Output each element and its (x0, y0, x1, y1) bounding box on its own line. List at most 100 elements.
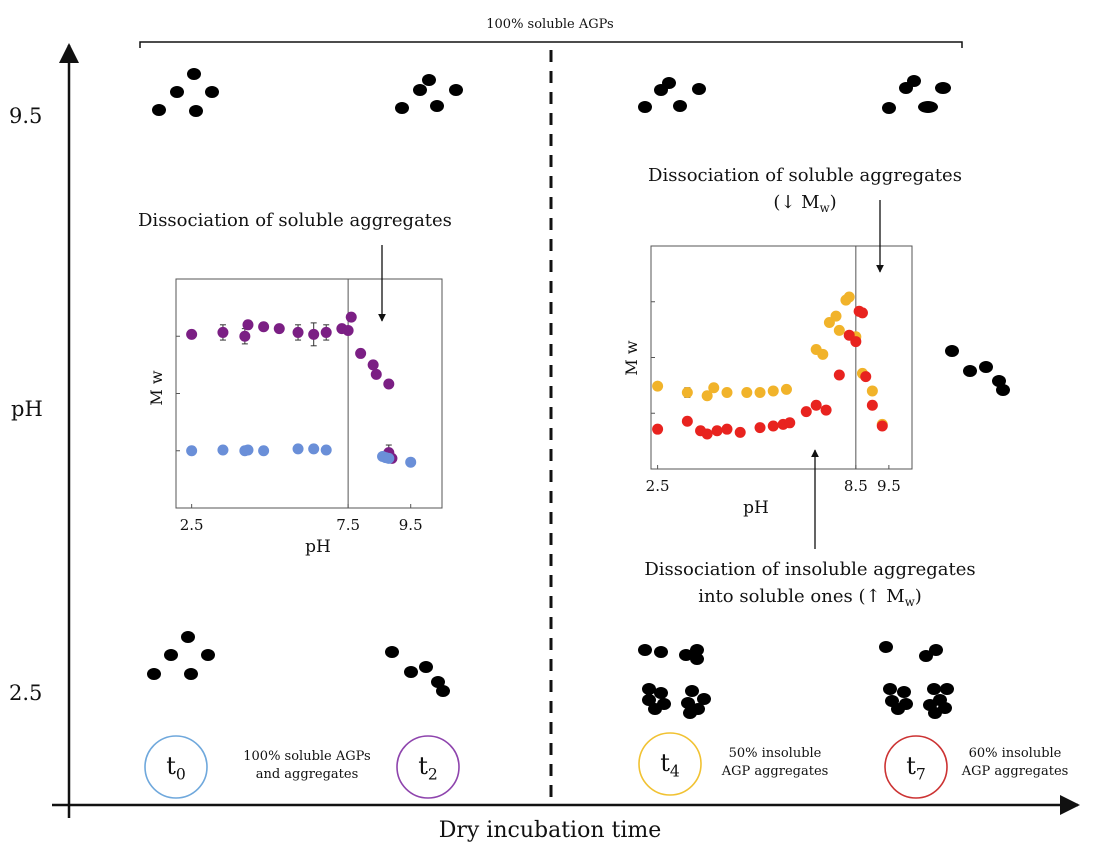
right-chart-series-0-point (652, 380, 664, 392)
timepoint-label-t7: t7 (906, 752, 926, 784)
particles-t0-ph2-5 (147, 631, 215, 680)
right-chart-x-tick-label: 8.5 (844, 477, 868, 495)
left-chart-series-0-point (186, 328, 198, 340)
left-chart-series-0-point (292, 326, 304, 338)
right-chart-series-0-point (866, 385, 878, 397)
note-t4-line2: AGP aggregates (721, 764, 829, 779)
right-chart-series-1-point (833, 369, 845, 381)
left-chart-series-0-point (383, 378, 395, 390)
y-tick-bottom: 2.5 (9, 681, 43, 705)
right-chart-series-1-point (711, 425, 723, 437)
right-chart-series-0-point (754, 387, 766, 399)
right-chart-series-1-point (856, 307, 868, 319)
note-t4: 50% insoluble AGP aggregates (700, 745, 850, 781)
x-axis-label: Dry incubation time (438, 818, 662, 843)
left-chart-series-0-point (370, 368, 382, 380)
right-chart-series-1-point (820, 404, 832, 416)
timepoint-circle-t2 (396, 735, 460, 799)
right-bottom-dissociation-label: Dissociation of insoluble aggregates int… (600, 556, 1020, 616)
right-chart-series-1-point (767, 420, 779, 432)
left-chart-series-0-point (242, 319, 254, 331)
note-t7-line2: AGP aggregates (961, 764, 1069, 779)
left-chart-x-tick-label: 9.5 (399, 516, 423, 534)
left-chart-series-1-point (258, 445, 270, 457)
right-chart-x-tick-label: 9.5 (877, 477, 901, 495)
left-inset-chart: 2.5 7.5 9.5 pH M w (147, 278, 443, 557)
left-chart-series-1-point (186, 445, 198, 457)
right-chart-x-tick-label: 2.5 (646, 477, 670, 495)
left-chart-series-0-point (342, 325, 354, 337)
right-chart-series-0-point (708, 382, 720, 394)
left-chart-series-0-point (258, 321, 270, 333)
right-chart-series-0-point (817, 348, 829, 360)
timepoint-circle-t4 (638, 732, 702, 796)
left-chart-series-0-point (355, 347, 367, 359)
right-chart-frame (650, 245, 913, 470)
right-chart-series-1-point (860, 371, 872, 383)
right-chart-series-1-point (866, 399, 878, 411)
right-chart-y-axis-label: M w (622, 340, 641, 375)
note-t7: 60% insoluble AGP aggregates (945, 745, 1085, 781)
right-chart-series-0-point (830, 310, 842, 322)
particles-right-mid (945, 345, 1010, 396)
note-t4-line1: 50% insoluble (728, 746, 822, 761)
left-chart-series-1-point (217, 444, 229, 456)
particles-t2-ph2-5 (385, 646, 450, 697)
right-chart-series-1-point (754, 422, 766, 434)
left-chart-series-0-point (217, 326, 229, 338)
right-top-line1: Dissociation of soluble aggregates (648, 165, 962, 186)
particles-t7-ph2-5 (879, 641, 954, 719)
left-chart-series-1-point (242, 444, 254, 456)
right-chart-series-0-point (681, 387, 693, 399)
top-bracket-label: 100% soluble AGPs (486, 17, 614, 32)
timepoint-label-t0: t0 (166, 752, 186, 784)
y-axis-label: pH (11, 397, 43, 421)
right-chart-series-1-point (701, 428, 713, 440)
left-chart-series-0-point (239, 330, 251, 342)
right-chart-series-0-point (721, 387, 733, 399)
left-chart-series-0-point (320, 326, 332, 338)
right-chart-series-0-point (701, 390, 713, 402)
right-chart-series-1-point (876, 420, 888, 432)
right-chart-series-0-point (741, 387, 753, 399)
note-t0-t2-line2: and aggregates (255, 767, 359, 782)
right-chart-series-1-point (800, 406, 812, 418)
left-chart-x-tick-label: 7.5 (336, 516, 360, 534)
right-chart-series-1-point (850, 336, 862, 348)
right-bottom-line2: into soluble ones (↑ Mw) (698, 586, 922, 610)
right-chart-series-0-point (780, 383, 792, 395)
right-chart-series-0-point (843, 291, 855, 303)
right-chart-x-axis-label: pH (743, 498, 769, 518)
right-top-dissociation-label: Dissociation of soluble aggregates (↓ Mw… (600, 162, 1010, 222)
left-chart-series-0-point (308, 328, 320, 340)
right-chart-series-1-point (652, 423, 664, 435)
left-chart-y-axis-label: M w (147, 370, 166, 405)
particles-t2-ph9-5 (395, 74, 463, 114)
right-chart-series-1-point (734, 426, 746, 438)
right-top-line2: (↓ Mw) (773, 192, 837, 216)
note-t7-line1: 60% insoluble (968, 746, 1062, 761)
note-t0-t2-line1: 100% soluble AGPs (243, 749, 371, 764)
right-inset-chart: 2.5 8.5 9.5 pH M w (622, 245, 913, 518)
left-chart-frame (175, 278, 443, 509)
right-chart-series-1-point (681, 415, 693, 427)
left-chart-series-0-point (345, 311, 357, 323)
right-chart-series-1-point (810, 399, 822, 411)
left-chart-x-tick-label: 2.5 (180, 516, 204, 534)
left-chart-series-1-point (320, 444, 332, 456)
right-chart-series-1-point (784, 417, 796, 429)
left-chart-x-axis-label: pH (305, 537, 331, 557)
timepoint-label-t4: t4 (660, 749, 680, 781)
timepoint-label-t2: t2 (418, 752, 438, 784)
left-chart-series-0-point (273, 323, 285, 335)
particles-t7-ph9-5 (882, 75, 951, 114)
right-chart-series-0-point (833, 324, 845, 336)
left-chart-series-1-point (308, 443, 320, 455)
left-chart-series-0-point (367, 359, 379, 371)
timepoint-circle-t7 (884, 735, 948, 799)
particles-t4-ph2-5 (638, 644, 711, 719)
top-bracket (139, 41, 963, 48)
left-chart-series-1-point (292, 443, 304, 455)
